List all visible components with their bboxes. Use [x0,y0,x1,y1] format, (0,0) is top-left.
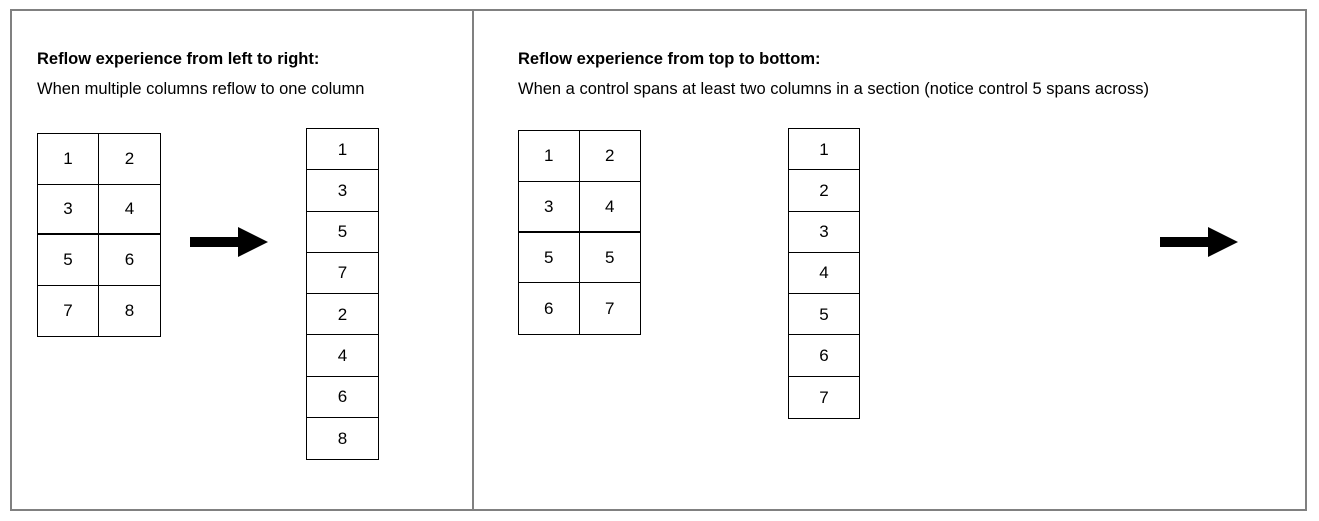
panel-heading: Reflow experience from top to bottom: [518,50,821,68]
source-cell: 4 [579,182,640,233]
source-cell: 7 [38,285,99,336]
panel-subheading: When multiple columns reflow to one colu… [37,80,365,98]
result-cell: 6 [789,335,859,377]
arrow-right-icon [1160,227,1238,257]
arrow-right-icon [190,227,268,257]
source-cell: 1 [38,134,99,185]
source-cell: 7 [605,299,615,319]
source-cell: 4 [99,185,160,235]
result-cell: 5 [307,212,378,253]
source-cell: 6 [519,283,580,334]
source-cell: 5 [519,232,580,284]
source-cell: 2 [579,131,640,182]
panel-divider [472,11,474,511]
result-cell: 2 [789,170,859,212]
result-cell: 4 [307,335,378,377]
result-cell: 7 [819,387,829,407]
result-cell: 7 [307,253,378,294]
result-cell: 2 [307,294,378,336]
outer-frame [10,9,1307,511]
source-cell: 3 [38,184,99,235]
source-cell: 3 [519,181,580,233]
result-cell: 3 [789,212,859,253]
result-cell: 4 [789,253,859,295]
panel-subheading: When a control spans at least two column… [518,80,1149,98]
source-cell: 8 [124,301,135,321]
source-cell: 5 [579,233,640,284]
source-cell: 5 [38,235,99,286]
panel-heading: Reflow experience from left to right: [37,50,320,68]
result-cell: 5 [789,294,859,336]
result-cell: 1 [789,129,859,171]
result-cell: 6 [307,377,378,418]
result-cell: 8 [337,428,348,448]
result-cell: 3 [307,170,378,212]
source-cell: 1 [519,131,580,182]
source-cell: 2 [99,134,160,185]
result-cell: 1 [307,129,378,171]
source-cell: 6 [99,235,160,286]
